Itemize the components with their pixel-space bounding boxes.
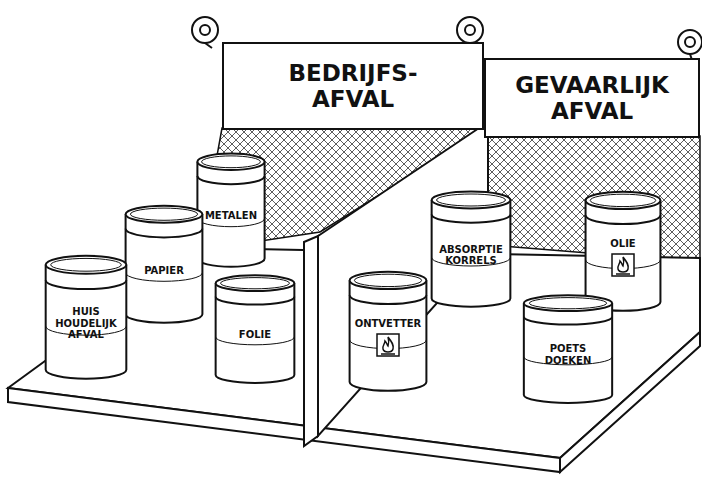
barrel-label: HUIS HOUDELIJK AFVAL: [54, 288, 118, 360]
flammable-symbol: [611, 253, 635, 277]
barrel-label: FOLIE: [224, 303, 286, 366]
flammable-symbol: [376, 333, 400, 357]
barrel-outline: [196, 150, 266, 268]
barrel-label: METALEN: [204, 183, 257, 249]
barrel-label: ABSORPTIE KORRELS: [440, 222, 502, 289]
barrel-text: PAPIER: [144, 265, 184, 277]
waste-barrel: OLIE: [584, 188, 662, 312]
barrel-label: POETS DOEKEN: [533, 323, 603, 386]
divider-edge: [304, 236, 318, 446]
barrel-label: PAPIER: [134, 236, 195, 304]
section-sign: GEVAARLIJK AFVAL: [484, 58, 700, 138]
barrel-text: METALEN: [205, 210, 257, 222]
waste-barrel: POETS DOEKEN: [522, 292, 614, 404]
sign-text: GEVAARLIJK AFVAL: [502, 72, 682, 125]
waste-barrel: ONTVETTER: [348, 268, 428, 392]
barrel-label: ONTVETTER: [358, 303, 419, 372]
barrel-outline: [348, 268, 428, 392]
barrel-outline: [214, 272, 296, 384]
section-sign: BEDRIJFS- AFVAL: [222, 42, 484, 130]
sign-text: BEDRIJFS- AFVAL: [268, 60, 438, 113]
barrel-text: OLIE: [610, 238, 635, 250]
barrel-label: OLIE: [593, 223, 652, 292]
barrel-text: ABSORPTIE KORRELS: [439, 244, 502, 267]
barrel-text: POETS DOEKEN: [533, 343, 603, 366]
waste-barrel: METALEN: [196, 150, 266, 268]
waste-barrel: FOLIE: [214, 272, 296, 384]
platform-front: [8, 388, 560, 472]
barrel-outline: [584, 188, 662, 312]
barrel-outline: [124, 202, 204, 324]
barrel-text: FOLIE: [239, 329, 271, 341]
waste-barrel: HUIS HOUDELIJK AFVAL: [44, 252, 128, 380]
waste-barrel: ABSORPTIE KORRELS: [430, 188, 512, 308]
barrel-text: HUIS HOUDELIJK AFVAL: [54, 306, 118, 341]
waste-barrel: PAPIER: [124, 202, 204, 324]
barrel-text: ONTVETTER: [355, 318, 422, 330]
